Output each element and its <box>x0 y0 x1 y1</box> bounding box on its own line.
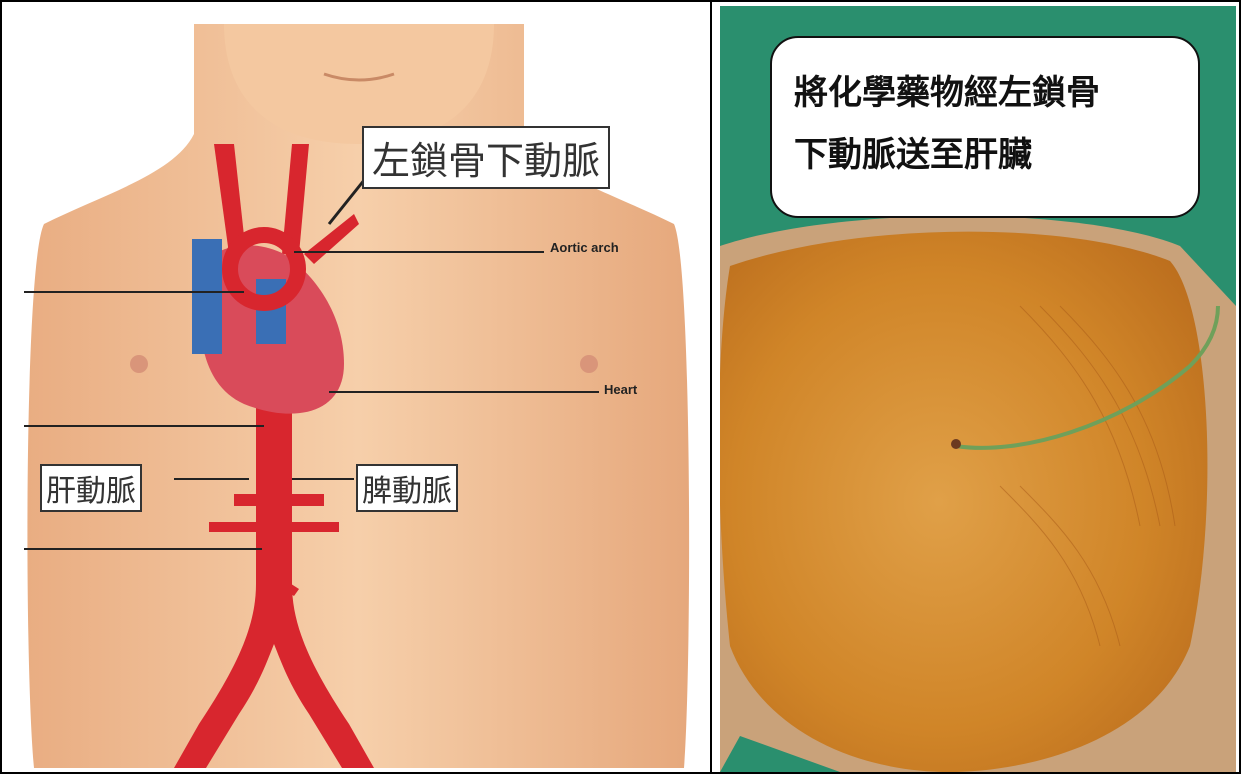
insertion-point <box>951 439 961 449</box>
clinical-photo: 將化學藥物經左鎖骨 下動脈送至肝臟 <box>720 6 1236 772</box>
callout-line-2: 下動脈送至肝臟 <box>794 124 1176 186</box>
left-cell: 左鎖骨下動脈 Aortic arch Heart 肝動脈 脾動脈 <box>0 0 712 774</box>
splenic-artery-label: 脾動脈 <box>356 464 458 512</box>
hepatic-artery-label: 肝動脈 <box>40 464 142 512</box>
heart-label: Heart <box>604 382 637 397</box>
callout-bubble: 將化學藥物經左鎖骨 下動脈送至肝臟 <box>770 36 1200 218</box>
aortic-arch-label: Aortic arch <box>550 240 619 255</box>
left-subclavian-artery-label: 左鎖骨下動脈 <box>362 126 610 189</box>
callout-line-1: 將化學藥物經左鎖骨 <box>794 62 1176 124</box>
anatomy-illustration: 左鎖骨下動脈 Aortic arch Heart 肝動脈 脾動脈 <box>24 24 692 768</box>
right-cell: 將化學藥物經左鎖骨 下動脈送至肝臟 <box>710 0 1241 774</box>
